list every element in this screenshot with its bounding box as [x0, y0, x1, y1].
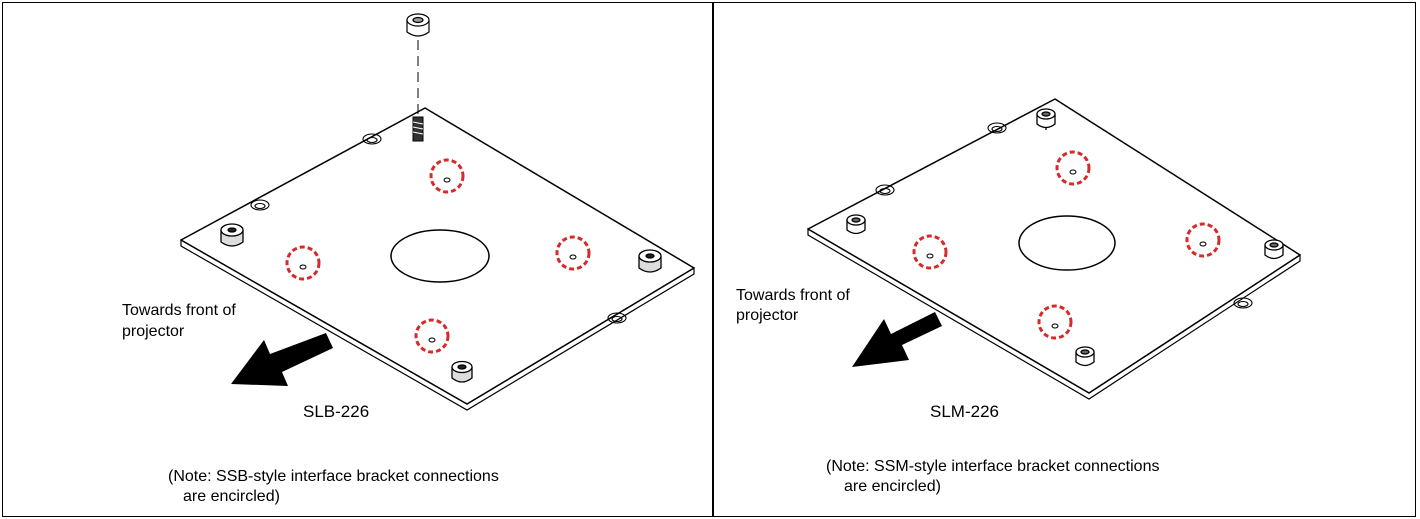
note-line1: (Note: SSM-style interface bracket conne…: [826, 458, 1160, 475]
center-hole: [390, 229, 490, 283]
slm-226-plate-drawing: [807, 98, 1301, 400]
direction-label-line2: projector: [122, 323, 185, 340]
panel-slb-226: Towards front of projector SLB-226 (Note…: [122, 13, 695, 505]
model-label: SLB-226: [303, 402, 370, 421]
encircled-connections: [912, 150, 1221, 340]
corner-holes: [875, 122, 1253, 309]
encircled-connections: [285, 158, 591, 354]
corner-holes: [250, 133, 627, 324]
note-line2: are encircled): [844, 478, 941, 495]
threaded-stud: [412, 116, 424, 142]
direction-label-line1: Towards front of: [736, 287, 850, 304]
plate-feet: [220, 223, 662, 383]
panel-slm-226: Towards front of projector SLM-226 (Note…: [713, 0, 1420, 519]
front-direction-arrow: [231, 333, 333, 386]
direction-label-line1: Towards front of: [122, 302, 236, 319]
encircled-holes: [299, 177, 577, 343]
note-line2: are encircled): [183, 488, 280, 505]
plate-bolts: [846, 108, 1284, 367]
center-hole: [1018, 215, 1116, 271]
front-direction-arrow: [852, 312, 942, 367]
encircled-holes: [926, 169, 1207, 329]
panel-divider: [712, 2, 714, 517]
slb-226-plate-drawing: [180, 13, 695, 411]
note-line1: (Note: SSB-style interface bracket conne…: [168, 468, 499, 485]
direction-label-line2: projector: [736, 307, 799, 324]
nut: [406, 13, 430, 37]
model-label: SLM-226: [930, 402, 999, 421]
